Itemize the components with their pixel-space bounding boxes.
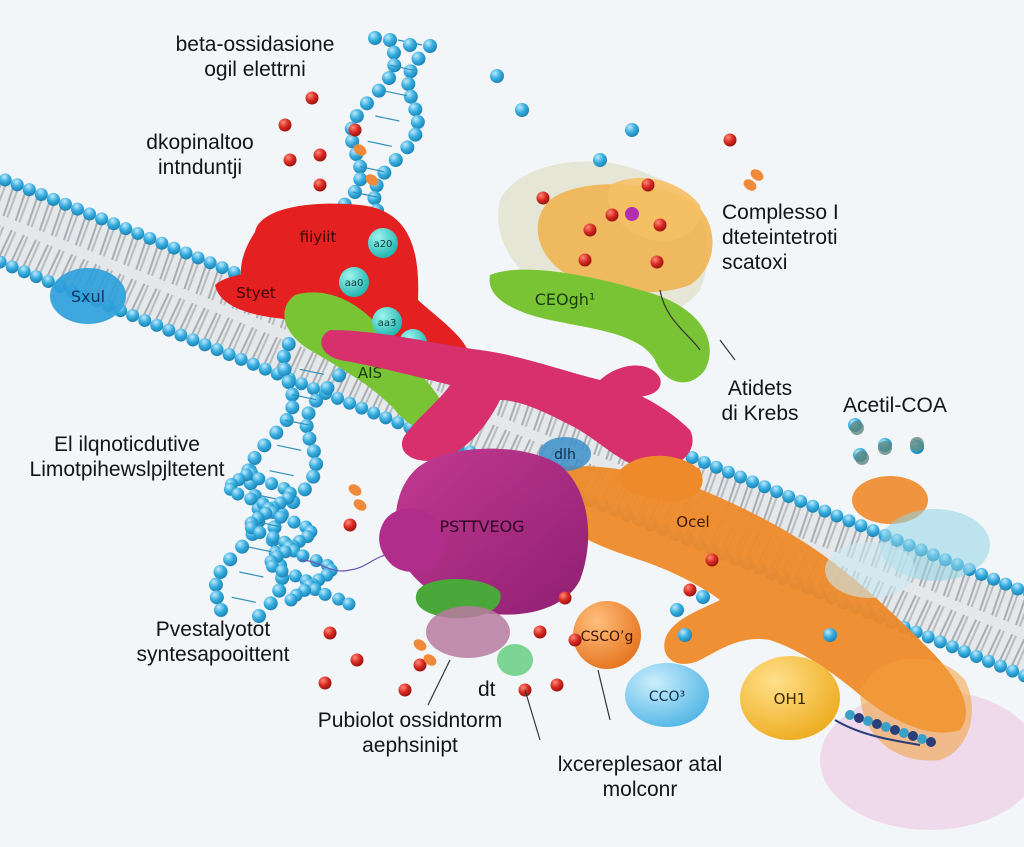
svg-text:OH1: OH1 — [774, 690, 807, 708]
molecule-dots — [278, 31, 936, 747]
annotation-lines — [299, 289, 921, 746]
svg-text:CSCO’g: CSCO’g — [581, 629, 634, 645]
svg-text:CEOgh¹: CEOgh¹ — [535, 290, 596, 309]
svg-text:aa0: aa0 — [345, 278, 364, 289]
svg-text:fiiyiit: fiiyiit — [300, 228, 337, 246]
orange-pathway: Ocel — [533, 455, 966, 733]
green-right-complex: CEOgh¹ — [489, 269, 710, 383]
teal-sphere-group: a20 aa0 aa3 a05 — [339, 228, 427, 357]
right-protein-cluster — [825, 476, 990, 761]
lower-lobes — [415, 578, 533, 676]
svg-text:a20: a20 — [374, 239, 393, 250]
svg-text:PSTTVEOG: PSTTVEOG — [439, 517, 524, 536]
yellow-sphere: OH1 — [740, 656, 840, 740]
svg-text:aa3: aa3 — [378, 318, 397, 329]
svg-text:dlh: dlh — [554, 447, 576, 463]
orange-sphere: CSCO’g — [573, 601, 641, 669]
label-acetyl-coa: Acetil-COA — [843, 394, 947, 417]
magenta-complex — [321, 330, 693, 470]
svg-text:Ocel: Ocel — [676, 513, 709, 531]
blue-sphere: CCO³ — [625, 663, 709, 727]
svg-text:Sxul: Sxul — [71, 287, 105, 306]
label-dt: dt — [478, 678, 496, 701]
svg-text:CCO³: CCO³ — [649, 689, 685, 705]
svg-text:AIS: AIS — [358, 364, 382, 382]
svg-text:Styet: Styet — [236, 284, 276, 302]
purple-complex: PSTTVEOG — [379, 448, 589, 615]
blue-left-complex: Sxul — [50, 268, 126, 324]
